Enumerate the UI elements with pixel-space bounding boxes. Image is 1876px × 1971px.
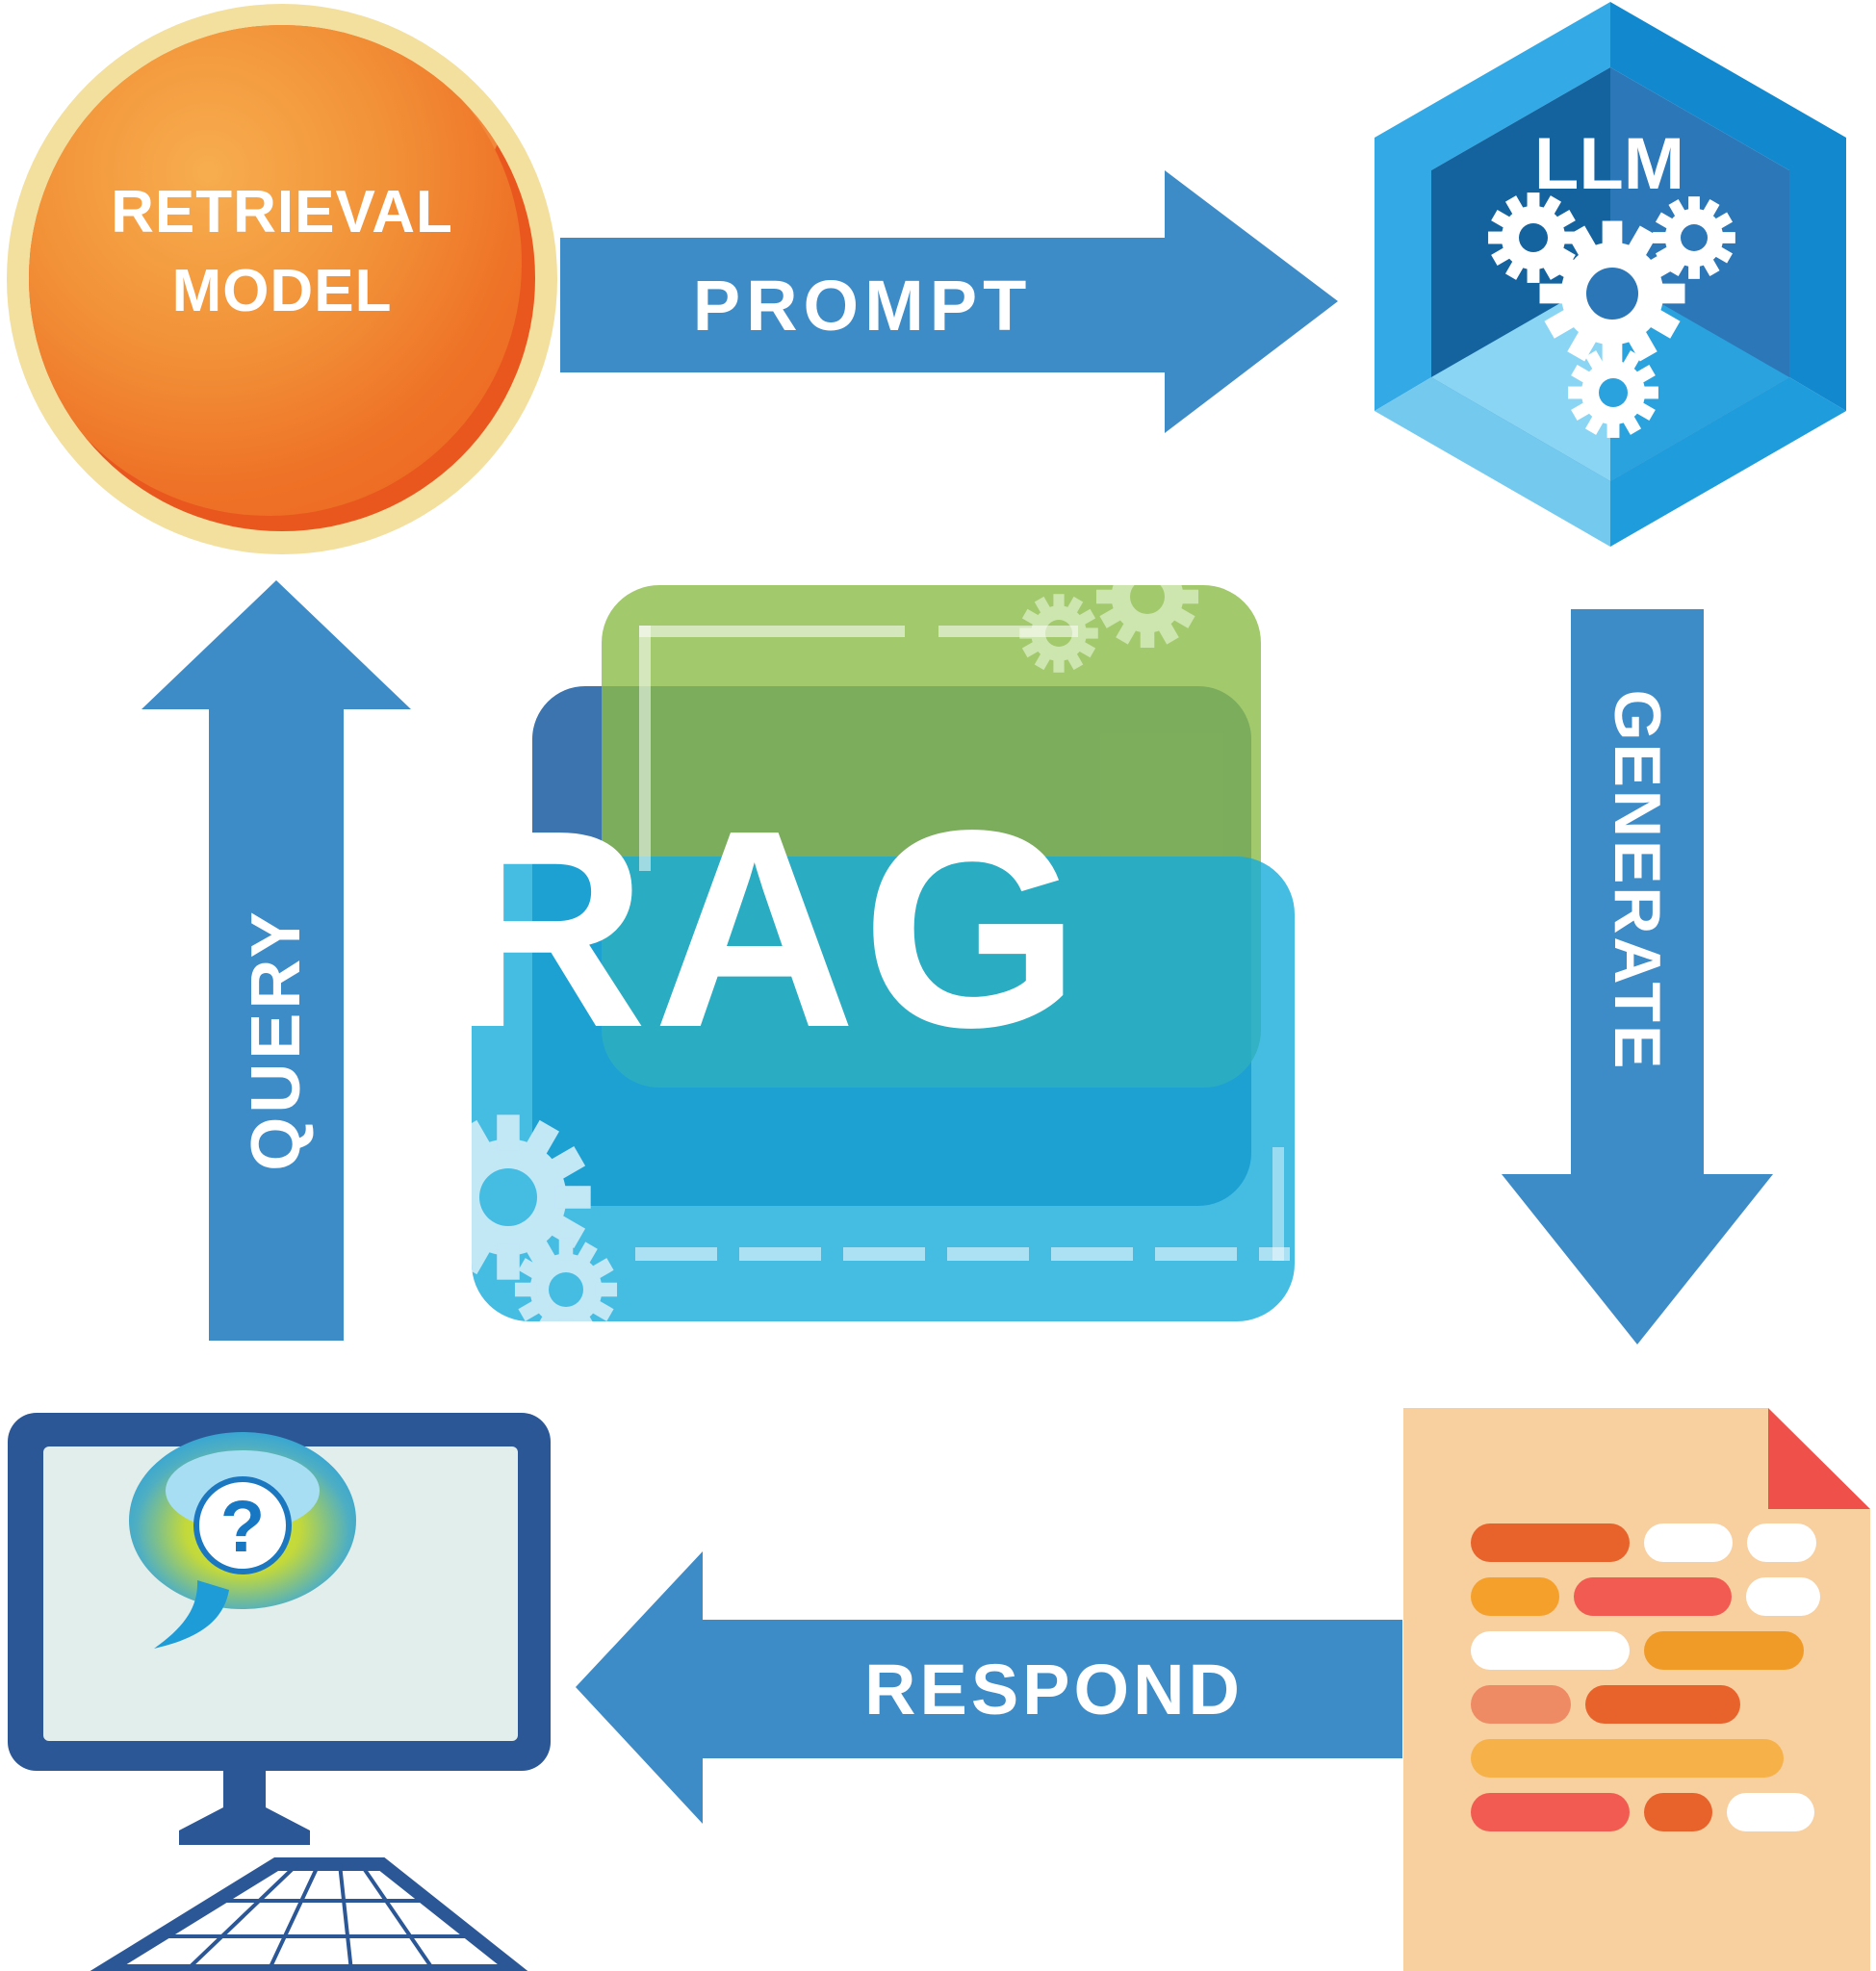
rag-card-front [472, 857, 1295, 1321]
document-text-row [1471, 1793, 1837, 1831]
query-arrow [141, 580, 411, 1341]
question-bubble-icon: ? [129, 1432, 356, 1649]
text-line-pill [1471, 1685, 1571, 1724]
text-line-pill [1471, 1577, 1559, 1616]
generate-arrow-label: GENERATE [1601, 689, 1674, 1072]
green-card-bracket-dash [938, 626, 1078, 637]
hexagon-border-left [1375, 2, 1610, 411]
rag-label: RAG [444, 772, 1087, 1086]
document-text-row [1471, 1577, 1837, 1616]
text-line-pill [1727, 1793, 1814, 1831]
respond-arrow [576, 1551, 1402, 1824]
text-line-pill [1585, 1685, 1740, 1724]
text-line-pill [1644, 1631, 1804, 1670]
hexagon-border-right [1610, 2, 1846, 411]
text-line-pill [1471, 1523, 1630, 1562]
document-text-row [1471, 1523, 1837, 1562]
hexagon-border-bottom-left [1375, 377, 1610, 547]
monitor-stand [179, 1769, 310, 1845]
front-card-gear-icons [472, 1114, 618, 1321]
front-card-dashed-line [635, 1247, 1290, 1261]
document-text-row [1471, 1739, 1837, 1778]
document-text-row [1471, 1631, 1837, 1670]
text-line-pill [1644, 1523, 1733, 1562]
hexagon-border-bottom-right [1610, 377, 1846, 547]
document-node [1403, 1408, 1870, 1971]
llm-gear-icons [1488, 192, 1735, 438]
text-line-pill [1574, 1577, 1732, 1616]
retrieval-model-label: RETRIEVAL MODEL [29, 173, 535, 331]
retrieval-model-node [29, 25, 535, 531]
keyboard-icon [90, 1857, 528, 1971]
text-line-pill [1471, 1739, 1784, 1778]
retrieval-model-gradient [29, 25, 522, 516]
front-card-bracket-tick [1272, 1147, 1284, 1261]
document-text-lines [1471, 1523, 1837, 1847]
text-line-pill [1746, 1577, 1820, 1616]
text-line-pill [1471, 1631, 1630, 1670]
green-card-corner-bracket-horizontal [639, 626, 905, 637]
llm-label: LLM [1534, 123, 1684, 205]
retrieval-model-label-line1: RETRIEVAL [111, 179, 453, 245]
respond-arrow-label: RESPOND [864, 1649, 1244, 1729]
text-line-pill [1644, 1793, 1712, 1831]
prompt-arrow-label: PROMPT [692, 265, 1033, 346]
query-arrow-label: QUERY [238, 908, 315, 1171]
retrieval-model-label-line2: MODEL [171, 258, 393, 324]
prompt-arrow [560, 170, 1338, 433]
question-mark: ? [220, 1486, 265, 1568]
document-text-row [1471, 1685, 1837, 1724]
text-line-pill [1747, 1523, 1816, 1562]
green-card-corner-bracket-vertical [639, 626, 651, 871]
text-line-pill [1471, 1793, 1630, 1831]
generate-arrow [1502, 609, 1773, 1344]
